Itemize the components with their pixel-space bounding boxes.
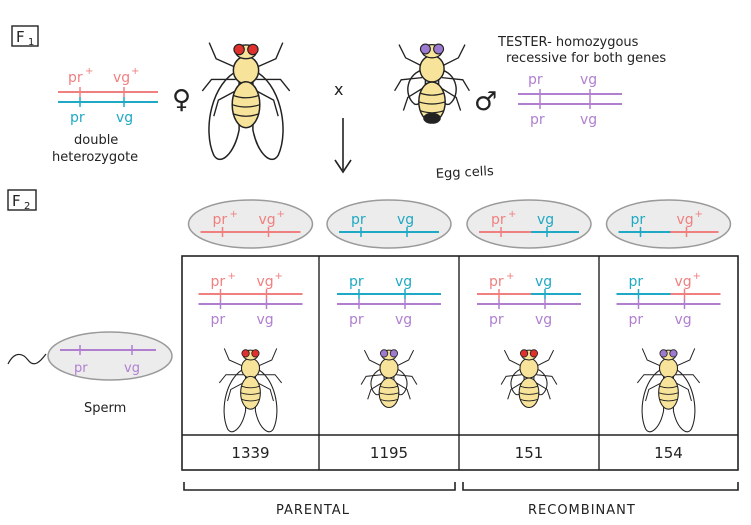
pr-allele-label: pr (213, 212, 228, 228)
vg-allele-label: vg (535, 274, 552, 290)
egg-gamete: pr+vg+ (187, 199, 314, 249)
pr-allele-label: pr (491, 212, 506, 228)
svg-text:double: double (74, 133, 118, 148)
f2-label: F 2 (7, 189, 37, 212)
cross-symbol: x (334, 80, 343, 99)
plus-mark: + (693, 271, 701, 282)
pr-allele-label: pr (629, 274, 644, 290)
offspring-fly (636, 347, 701, 433)
female-genotype: pr + vg + pr vg double heterozygote (52, 66, 158, 165)
svg-text:pr: pr (528, 72, 543, 88)
egg-gamete: pr vg (326, 199, 452, 249)
svg-text:F: F (16, 28, 25, 46)
pr-allele-label: pr (349, 274, 364, 290)
svg-text:heterozygote: heterozygote (52, 150, 138, 165)
plus-mark: + (506, 271, 514, 282)
svg-text:vg: vg (580, 112, 597, 128)
pr-allele-label: pr (211, 312, 226, 328)
egg-gamete: pr vg+ (605, 199, 732, 249)
male-fly (393, 43, 471, 124)
svg-text:RECOMBINANT: RECOMBINANT (528, 503, 636, 518)
pr-allele-label: pr (349, 312, 364, 328)
plus-mark: + (275, 271, 283, 282)
offspring-fly (218, 347, 283, 433)
plus-mark: + (228, 271, 236, 282)
svg-text:PARENTAL: PARENTAL (276, 503, 350, 518)
svg-text:recessive for both genes: recessive for both genes (506, 51, 666, 66)
svg-text:+: + (85, 66, 93, 77)
svg-text:pr: pr (68, 70, 83, 86)
svg-text:+: + (131, 66, 139, 77)
svg-text:TESTER- homozygous: TESTER- homozygous (497, 35, 639, 50)
sperm: pr vg (7, 331, 173, 381)
vg-allele-label: vg (259, 212, 276, 228)
offspring-count: 1339 (231, 444, 269, 462)
svg-text:1: 1 (28, 37, 34, 48)
offspring-fly (360, 349, 418, 409)
offspring-table (181, 255, 739, 471)
svg-text:pr: pr (530, 112, 545, 128)
vg-allele-label: vg (397, 212, 414, 228)
offspring-fly (500, 349, 558, 409)
pr-allele-label: pr (489, 274, 504, 290)
svg-text:2: 2 (24, 201, 30, 212)
tester-genotype: TESTER- homozygous recessive for both ge… (497, 35, 666, 128)
vg-allele-label: vg (675, 312, 692, 328)
egg-cells-label: Egg cells (435, 164, 494, 182)
parental-bracket: PARENTAL (183, 482, 456, 518)
recombinant-bracket: RECOMBINANT (462, 482, 739, 518)
plus-mark: + (508, 209, 516, 220)
vg-allele-label: vg (537, 212, 554, 228)
svg-text:pr: pr (70, 110, 85, 126)
svg-text:pr: pr (74, 361, 88, 376)
offspring-count: 151 (515, 444, 544, 462)
sperm-label: Sperm (84, 401, 126, 416)
pr-allele-label: pr (351, 212, 366, 228)
egg-gamete: pr+ vg (466, 199, 592, 249)
vg-allele-label: vg (257, 274, 274, 290)
f1-label: F 1 (11, 25, 39, 48)
svg-text:vg: vg (580, 72, 597, 88)
male-symbol: ♂ (474, 87, 497, 117)
offspring-count: 1195 (370, 444, 408, 462)
pr-allele-label: pr (631, 212, 646, 228)
pr-allele-label: pr (211, 274, 226, 290)
pr-allele-label: pr (489, 312, 504, 328)
vg-allele-label: vg (395, 312, 412, 328)
vg-allele-label: vg (677, 212, 694, 228)
down-arrow-icon (334, 118, 352, 174)
vg-allele-label: vg (395, 274, 412, 290)
svg-text:F: F (12, 192, 21, 210)
plus-mark: + (695, 209, 703, 220)
offspring-count: 154 (654, 444, 683, 462)
svg-text:vg: vg (124, 361, 140, 376)
plus-mark: + (230, 209, 238, 220)
vg-allele-label: vg (257, 312, 274, 328)
plus-mark: + (277, 209, 285, 220)
vg-allele-label: vg (535, 312, 552, 328)
female-symbol: ♀ (172, 85, 191, 115)
offspring-cell: pr vg pr vg 1195 (337, 274, 441, 462)
vg-allele-label: vg (675, 274, 692, 290)
svg-text:vg: vg (116, 110, 133, 126)
svg-text:vg: vg (113, 70, 130, 86)
pr-allele-label: pr (629, 312, 644, 328)
female-fly (201, 41, 291, 161)
